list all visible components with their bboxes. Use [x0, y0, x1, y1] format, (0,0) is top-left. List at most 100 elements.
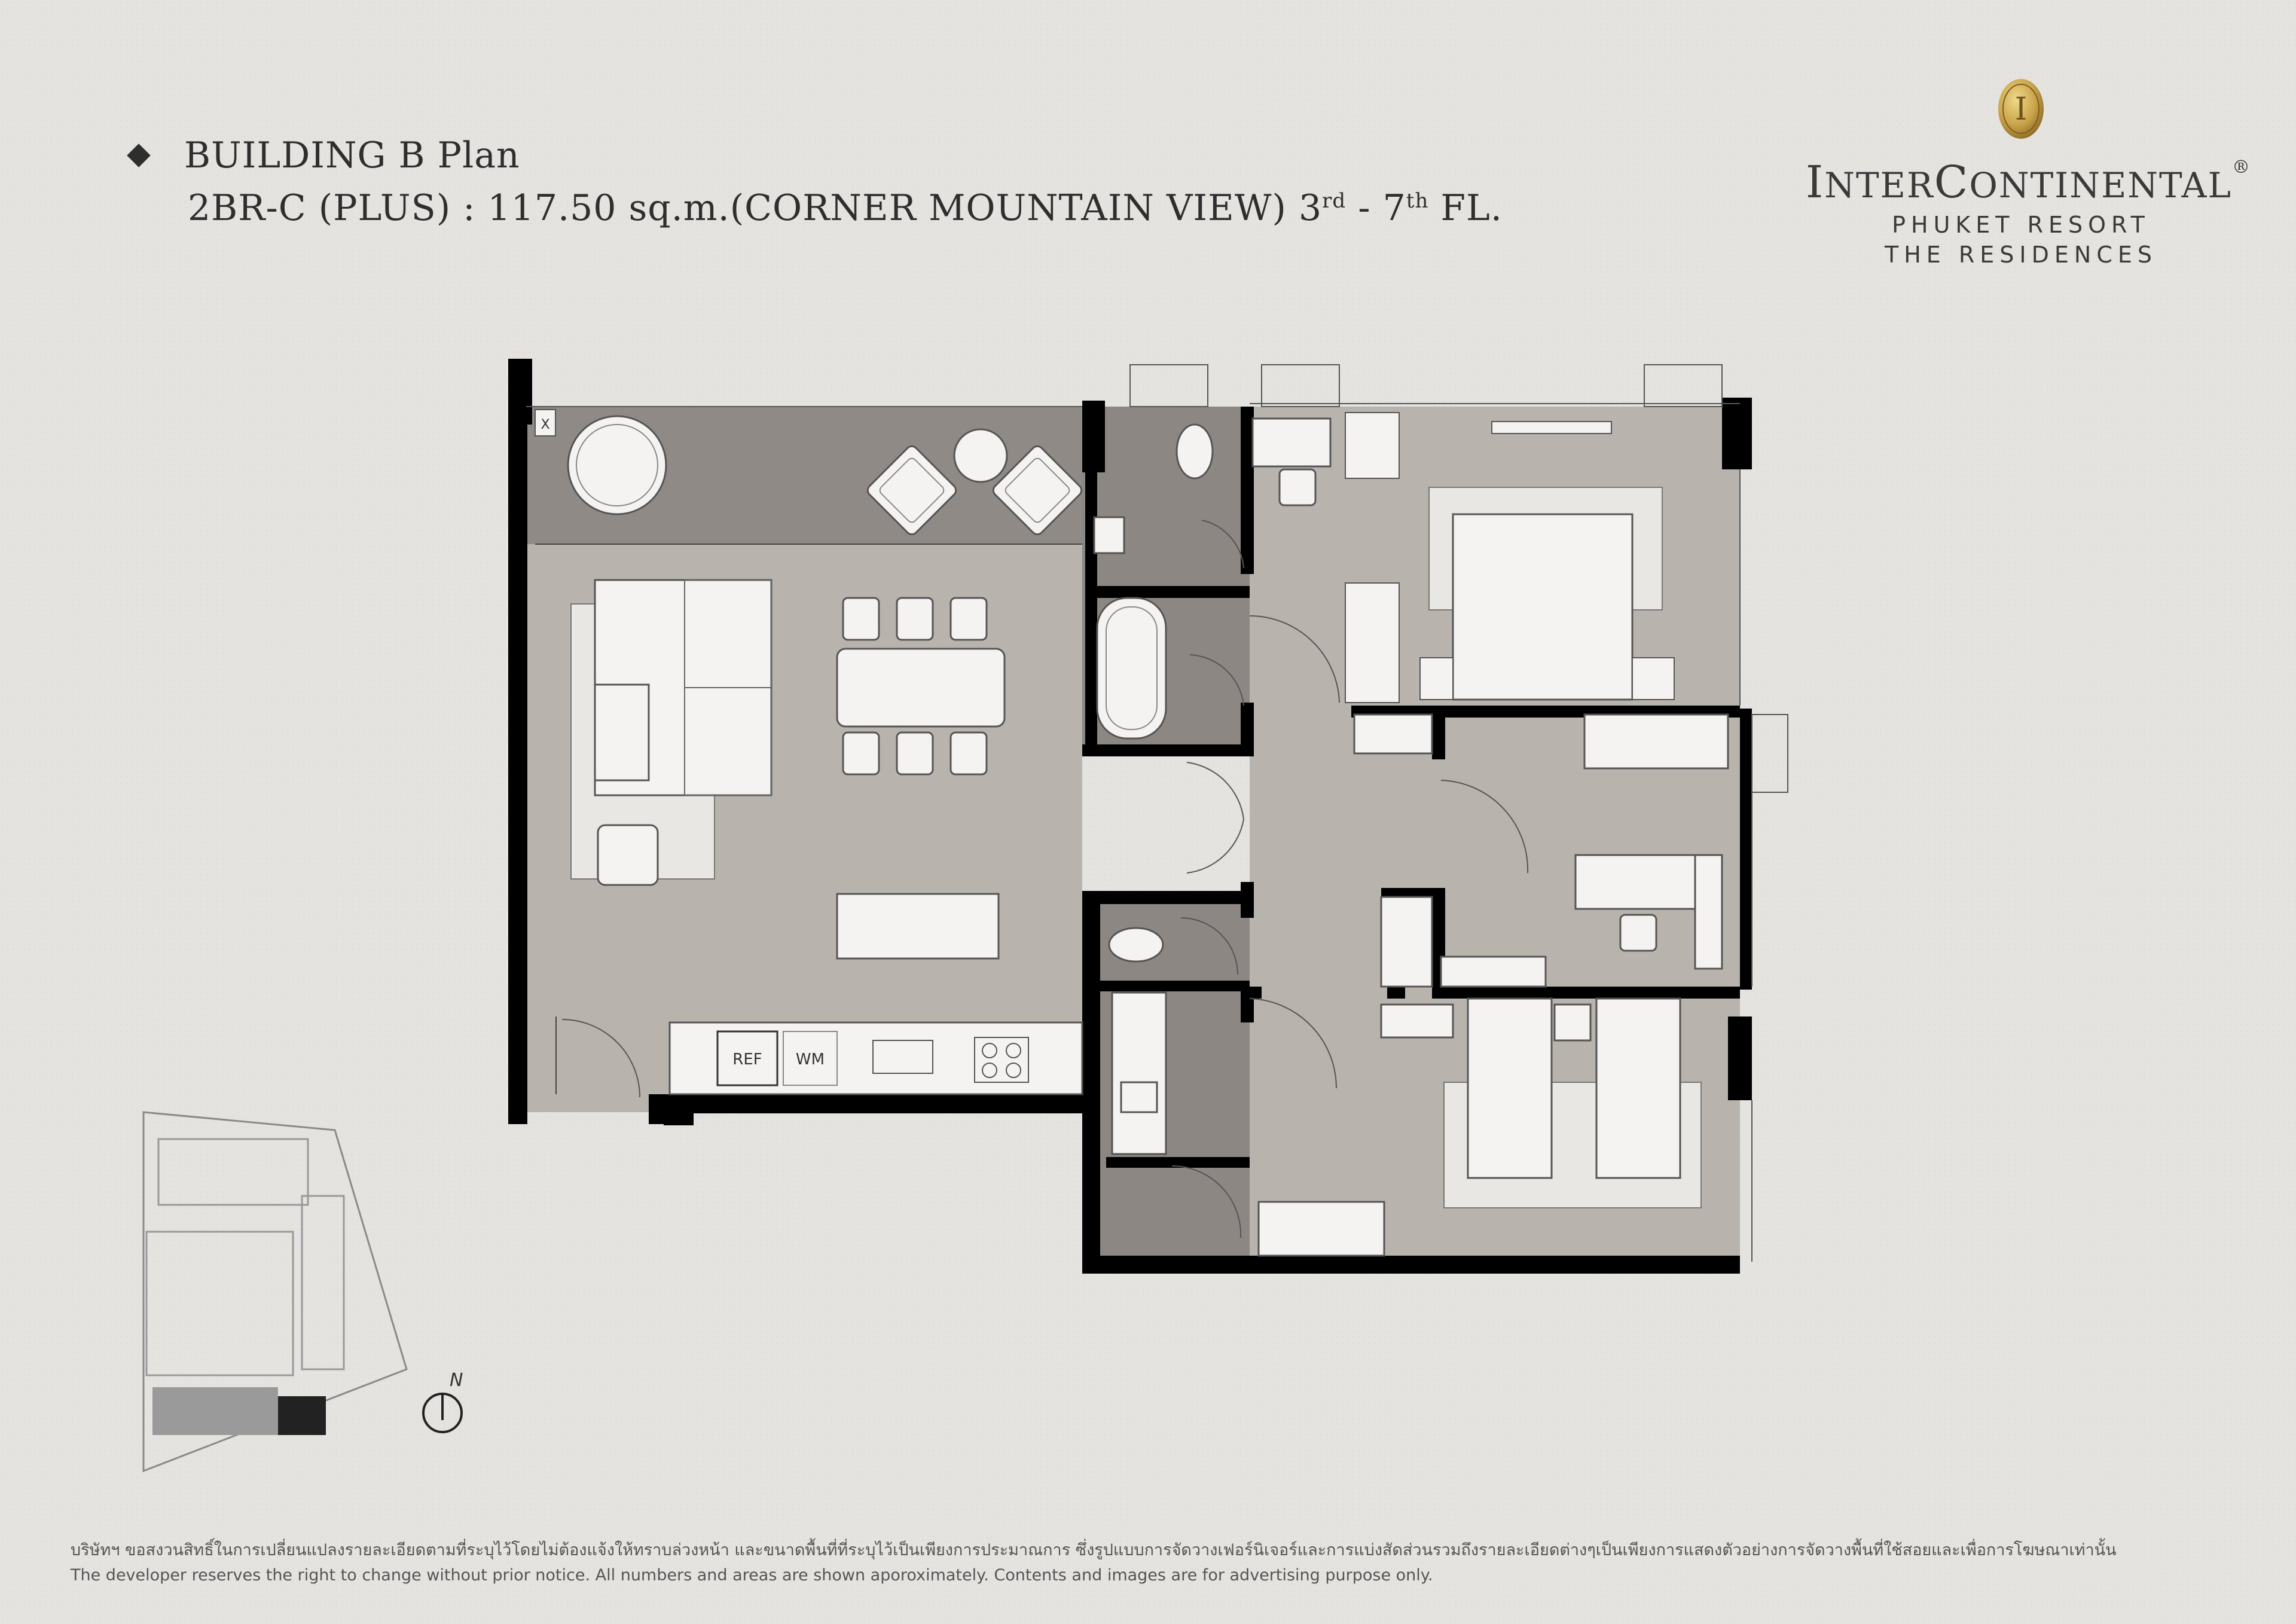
- second-bedroom-door-swing: [1249, 998, 1337, 1089]
- disclaimer-english: The developer reserves the right to chan…: [71, 1566, 1433, 1585]
- second-bedroom-wardrobe: [1257, 1201, 1385, 1257]
- twin-nightstand: [1553, 1003, 1592, 1042]
- cooktop-burners: [982, 1043, 1021, 1078]
- master-desk-chair: [1278, 468, 1317, 506]
- bedroom2-wall-stub: [1387, 987, 1405, 999]
- corridor-wall-1: [1241, 703, 1254, 756]
- key-plan-building-c: [145, 1231, 294, 1376]
- registered-mark: ®: [2231, 157, 2251, 178]
- twin-bed-left: [1467, 997, 1553, 1179]
- second-bedroom-dresser: [1380, 1003, 1454, 1039]
- window-bay-3: [1644, 364, 1723, 407]
- study-east-wall: [1740, 709, 1752, 990]
- study-desk-return: [1694, 854, 1723, 970]
- window-mark-box: [535, 409, 556, 436]
- master-bedroom-furniture: [1251, 412, 1675, 703]
- wc-door-swing: [1180, 917, 1238, 975]
- twin-bed-right: [1595, 997, 1681, 1179]
- dining-chair: [842, 731, 880, 776]
- jacuzzi-tub: [567, 415, 667, 515]
- door-swings: [561, 520, 1529, 1238]
- north-label: N: [450, 1370, 463, 1391]
- key-plan-unit-highlight: [278, 1396, 326, 1435]
- second-vanity-sink: [1120, 1081, 1158, 1113]
- bedroom2-wall-stub-2: [1250, 987, 1262, 999]
- study-furniture: [1353, 713, 1729, 988]
- dining-chair: [896, 731, 934, 776]
- master-bathroom-fixtures: [1093, 423, 1214, 740]
- bathroom2-south-wall: [1082, 1256, 1250, 1274]
- dining-chair: [949, 597, 988, 641]
- disclaimer-thai: บริษัทฯ ขอสงวนสิทธิ์ในการเปลี่ยนแปลงรายล…: [71, 1541, 2117, 1559]
- floor-suffix-rd: rd: [1322, 189, 1347, 213]
- bathroom-partition: [1085, 586, 1250, 598]
- window-bay-1: [1129, 364, 1208, 407]
- bathroom-west-wall: [1085, 466, 1097, 753]
- tub-door-swing: [1189, 654, 1244, 706]
- second-vanity: [1111, 991, 1167, 1155]
- bathroom2-west-wall: [1082, 891, 1100, 1262]
- study-chair: [1619, 914, 1657, 952]
- dining-chairs: [842, 597, 988, 776]
- study-west-wall-top: [1432, 712, 1445, 759]
- master-nightstand-right: [1632, 657, 1675, 700]
- cooktop: [974, 1037, 1029, 1083]
- study-shelf: [1440, 956, 1547, 988]
- key-plan-building-b: [152, 1387, 278, 1435]
- unit-title: 2BR-C (PLUS) : 117.50 sq.m.(CORNER MOUNT…: [188, 187, 1503, 229]
- east-column-bottom: [1728, 1016, 1752, 1100]
- site-boundary: [142, 1111, 408, 1473]
- building-name: BUILDING B Plan: [184, 135, 520, 176]
- balcony-armchair-right: [992, 445, 1083, 536]
- bathroom-south-wall: [1082, 744, 1250, 756]
- brand-emblem-icon: I: [1998, 79, 2044, 139]
- bathroom-east-wall: [1241, 407, 1254, 574]
- south-wall-bedroom: [1244, 1256, 1740, 1274]
- brand-part-1: NTER: [1824, 165, 1934, 206]
- emblem-letter: I: [2015, 91, 2028, 127]
- plan-title-block: BUILDING B Plan 2BR-C (PLUS) : 117.50 sq…: [126, 135, 1503, 229]
- master-wardrobe-top: [1345, 412, 1400, 479]
- wall-pier-south: [664, 1112, 694, 1125]
- refrigerator: [716, 1030, 778, 1086]
- refrigerator-label: REF: [732, 1051, 762, 1069]
- bath-door-swing: [1201, 520, 1244, 569]
- window-mark-label: X: [541, 417, 549, 432]
- corridor-cabinet: [1353, 713, 1433, 755]
- brand-subtitle-residences: THE RESIDENCES: [1885, 242, 2157, 268]
- kitchen-island: [836, 893, 1000, 960]
- key-plan-building-d: [301, 1195, 345, 1370]
- second-bathroom-fixtures: [1108, 927, 1167, 1155]
- balcony-side-table: [953, 428, 1008, 483]
- dining-chair: [842, 597, 880, 641]
- floor-suffix-th: th: [1406, 189, 1429, 213]
- north-facade-line: [526, 403, 1740, 407]
- west-wall-pier: [508, 359, 532, 425]
- corridor-closet: [1380, 896, 1433, 988]
- floor-range: - 7: [1346, 187, 1406, 229]
- building-title: BUILDING B Plan: [126, 135, 1503, 176]
- window-bay-east: [1751, 714, 1788, 793]
- east-column-top: [1722, 398, 1752, 469]
- bedroom2-north-wall: [1435, 987, 1740, 999]
- brand-subtitle-resort: PHUKET RESORT: [1892, 212, 2150, 238]
- brand-initial-2: C: [1934, 157, 1970, 208]
- second-bedroom-furniture: [1257, 997, 1702, 1257]
- master-nightstand-left: [1419, 657, 1454, 700]
- window-bays: [526, 364, 1788, 1262]
- dining-chair: [949, 731, 988, 776]
- washing-machine-label: WM: [796, 1051, 825, 1069]
- master-desk: [1251, 417, 1332, 468]
- intercontinental-logo: I INTERCONTINENTAL® PHUKET RESORT THE RE…: [1806, 72, 2250, 268]
- master-bed: [1452, 513, 1634, 701]
- brand-initial-1: I: [1806, 157, 1825, 208]
- balcony-armchair-left: [866, 445, 957, 536]
- balcony-furniture: X: [535, 409, 1083, 536]
- master-wardrobe-side: [1345, 582, 1400, 703]
- shower-partition: [1106, 1157, 1250, 1168]
- dining-chair: [896, 597, 934, 641]
- kitchen: REF WM: [668, 1021, 1083, 1095]
- shower-door-swing: [1171, 1165, 1242, 1238]
- west-wall: [508, 359, 527, 1124]
- study-sofa: [1583, 713, 1729, 770]
